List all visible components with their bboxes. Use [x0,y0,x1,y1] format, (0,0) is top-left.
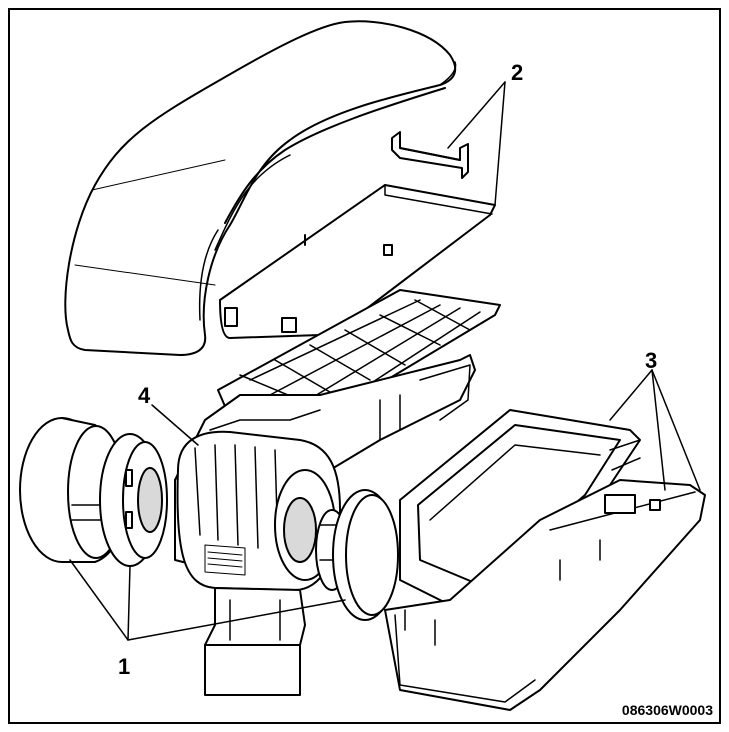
clip-bracket [391,131,469,179]
callout-2: 2 [511,60,524,85]
right-disc-cap [332,489,399,621]
leader-lines [69,81,701,641]
outlet-duct [204,587,306,696]
armrest-lid [64,20,457,356]
lattice-frame [217,289,501,421]
callout-4: 4 [138,383,151,408]
left-ring [99,433,168,567]
figure-code: 086306W0003 [621,702,713,718]
ribbed-drum [176,430,341,591]
callout-1: 1 [118,654,131,679]
lid-inner-panel [219,184,496,339]
base-pan [384,479,706,711]
callout-3: 3 [645,348,658,373]
